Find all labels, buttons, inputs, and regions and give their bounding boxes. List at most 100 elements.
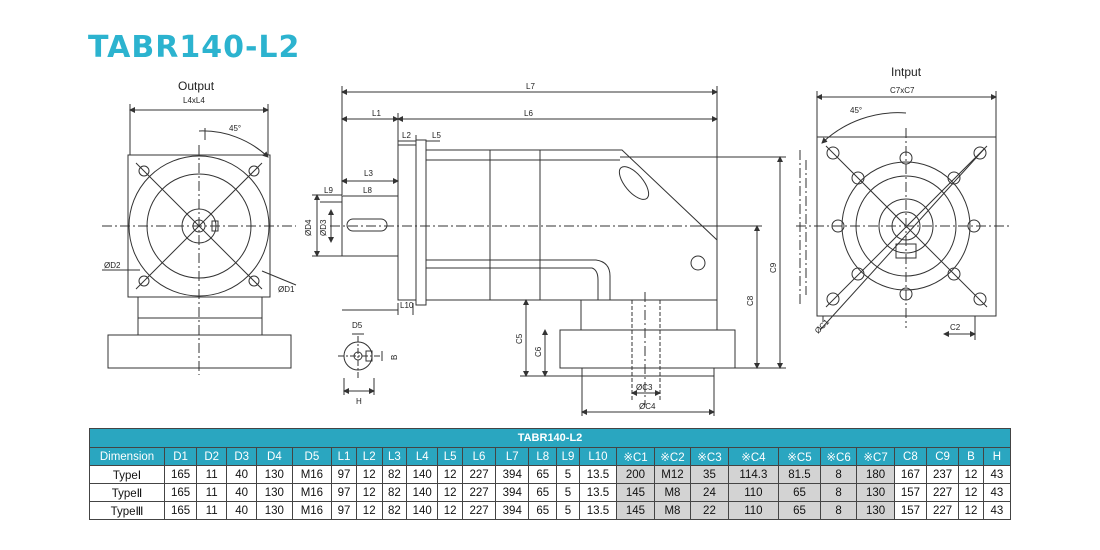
spec-value-cell: 5 bbox=[556, 483, 580, 502]
spec-value-cell: 24 bbox=[690, 483, 729, 502]
c9-label: C9 bbox=[769, 262, 778, 273]
d3-label: ØD3 bbox=[319, 219, 328, 236]
spec-value-cell: 12 bbox=[958, 483, 984, 502]
spec-value-cell: 65 bbox=[528, 501, 558, 520]
spec-value-cell: 157 bbox=[893, 501, 927, 520]
output-view-label: Output bbox=[178, 79, 215, 93]
c6-label: C6 bbox=[534, 346, 543, 357]
c2-label: C2 bbox=[950, 323, 961, 332]
spec-value-cell: 227 bbox=[461, 483, 497, 502]
spec-value-cell: 227 bbox=[925, 501, 960, 520]
d5-label: D5 bbox=[352, 321, 363, 330]
input-view bbox=[796, 91, 1010, 340]
spec-value-cell: 82 bbox=[381, 501, 408, 520]
spec-value-cell: 140 bbox=[406, 483, 439, 502]
spec-header-cell: L9 bbox=[556, 447, 580, 466]
spec-value-cell: 65 bbox=[778, 483, 821, 502]
spec-value-cell: 167 bbox=[893, 465, 927, 484]
spec-value-cell: M16 bbox=[291, 483, 333, 502]
spec-value-cell: 12 bbox=[958, 501, 984, 520]
spec-value-cell: 12 bbox=[437, 483, 463, 502]
spec-header-cell: D2 bbox=[196, 447, 228, 466]
spec-value-cell: 145 bbox=[616, 483, 655, 502]
l6-label: L6 bbox=[524, 109, 533, 118]
spec-value-cell: 97 bbox=[331, 483, 357, 502]
spec-value-cell: 110 bbox=[727, 483, 780, 502]
spec-value-cell: 200 bbox=[616, 465, 655, 484]
d4-label: ØD4 bbox=[304, 219, 313, 236]
spec-header-cell: B bbox=[958, 447, 984, 466]
technical-drawing: L4xL4 45° ØD2 ØD1 bbox=[102, 82, 1010, 416]
spec-value-cell: 12 bbox=[355, 501, 383, 520]
l1-label: L1 bbox=[372, 109, 381, 118]
spec-header-cell: L3 bbox=[381, 447, 408, 466]
output-angle-label: 45° bbox=[229, 124, 241, 133]
c4-label: ØC4 bbox=[639, 402, 656, 411]
h-label: H bbox=[356, 397, 362, 406]
spec-value-cell: 130 bbox=[856, 501, 895, 520]
spec-header-cell: ※C6 bbox=[819, 447, 858, 466]
spec-header-cell: C8 bbox=[893, 447, 927, 466]
spec-header-cell: L4 bbox=[406, 447, 439, 466]
c8-label: C8 bbox=[746, 295, 755, 306]
input-view-label: Intput bbox=[891, 65, 922, 79]
spec-value-cell: 165 bbox=[164, 465, 198, 484]
spec-header-cell: L2 bbox=[355, 447, 383, 466]
spec-value-cell: 11 bbox=[196, 465, 228, 484]
spec-value-cell: M12 bbox=[653, 465, 692, 484]
spec-value-cell: 145 bbox=[616, 501, 655, 520]
spec-value-cell: 40 bbox=[226, 483, 258, 502]
spec-value-cell: 65 bbox=[528, 465, 558, 484]
spec-table-title: TABR140-L2 bbox=[89, 428, 1011, 448]
output-view bbox=[102, 104, 297, 375]
spec-header-cell: ※C3 bbox=[690, 447, 729, 466]
spec-value-cell: 82 bbox=[381, 483, 408, 502]
spec-value-cell: 43 bbox=[982, 483, 1012, 502]
spec-value-cell: 43 bbox=[982, 465, 1012, 484]
c5-label: C5 bbox=[515, 333, 524, 344]
spec-value-cell: 13.5 bbox=[578, 501, 618, 520]
spec-value-cell: 13.5 bbox=[578, 465, 618, 484]
spec-value-cell: 157 bbox=[893, 483, 927, 502]
spec-value-cell: 227 bbox=[461, 465, 497, 484]
spec-value-cell: 65 bbox=[778, 501, 821, 520]
page-title: TABR140-L2 bbox=[88, 30, 301, 65]
spec-value-cell: 165 bbox=[164, 483, 198, 502]
d1-label: ØD1 bbox=[278, 285, 295, 294]
spec-value-cell: 180 bbox=[856, 465, 895, 484]
side-flange bbox=[397, 144, 417, 301]
spec-value-cell: 237 bbox=[925, 465, 960, 484]
spec-value-cell: 82 bbox=[381, 465, 408, 484]
spec-value-cell: M16 bbox=[291, 465, 333, 484]
l9-label: L9 bbox=[324, 186, 333, 195]
spec-header-cell: C9 bbox=[925, 447, 960, 466]
spec-value-cell: 394 bbox=[495, 483, 530, 502]
spec-header-cell: L8 bbox=[528, 447, 558, 466]
l7-label: L7 bbox=[526, 82, 535, 91]
spec-value-cell: M8 bbox=[653, 483, 692, 502]
spec-value-cell: 65 bbox=[528, 483, 558, 502]
spec-header-cell: D1 bbox=[164, 447, 198, 466]
spec-header-cell: ※C5 bbox=[778, 447, 821, 466]
l8-label: L8 bbox=[363, 186, 372, 195]
l4xl4-label: L4xL4 bbox=[183, 96, 205, 105]
spec-header-cell: L6 bbox=[461, 447, 497, 466]
spec-header-cell: Dimension bbox=[88, 447, 166, 466]
c3-label: ØC3 bbox=[636, 383, 653, 392]
type-label-cell: TypeⅡ bbox=[88, 483, 166, 502]
spec-value-cell: 110 bbox=[727, 501, 780, 520]
spec-value-cell: 43 bbox=[982, 501, 1012, 520]
input-flange bbox=[559, 329, 736, 369]
spec-header-cell: ※C2 bbox=[653, 447, 692, 466]
spec-value-cell: 35 bbox=[690, 465, 729, 484]
side-view bbox=[312, 86, 786, 416]
l5-label: L5 bbox=[432, 131, 441, 140]
b-label: B bbox=[390, 355, 399, 360]
spec-value-cell: 165 bbox=[164, 501, 198, 520]
l10-label: L10 bbox=[400, 301, 414, 310]
spec-value-cell: 11 bbox=[196, 501, 228, 520]
